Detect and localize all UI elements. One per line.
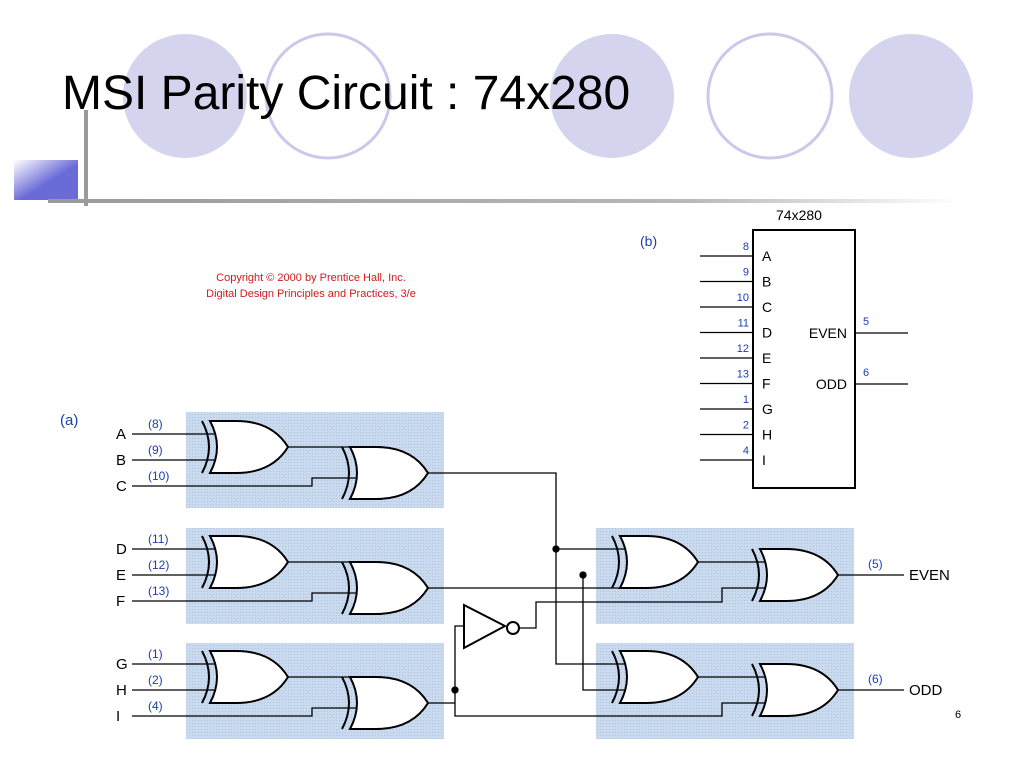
- slide-title: MSI Parity Circuit : 74x280: [62, 67, 631, 120]
- input-label-c: C: [116, 478, 127, 495]
- net-abc: [450, 472, 628, 665]
- panel-a-label: (a): [60, 412, 78, 429]
- input-pin-g: (1): [148, 647, 163, 661]
- xor-gate-stage1: [201, 650, 290, 704]
- input-label-e: E: [116, 567, 126, 584]
- xor-gate-stage1: [341, 676, 430, 730]
- copyright-line2: Digital Design Principles and Practices,…: [206, 288, 416, 300]
- output-pin-even: (5): [868, 557, 883, 571]
- chip-input-label: B: [762, 274, 771, 290]
- input-pin-i: (4): [148, 699, 163, 713]
- xor-gate-stage1: [201, 535, 290, 589]
- input-pin-f: (13): [148, 584, 169, 598]
- xor-gate-stage1: [201, 420, 290, 474]
- chip-pin-number: 12: [737, 343, 749, 355]
- chip-pin-number: 11: [738, 318, 749, 330]
- chip-output-label: ODD: [816, 376, 847, 392]
- deco-circle: [123, 34, 247, 158]
- input-pin-b: (9): [148, 443, 163, 457]
- input-label-b: B: [116, 452, 126, 469]
- input-label-a: A: [116, 426, 126, 443]
- chip-pin-number: 8: [743, 241, 749, 253]
- output-label-odd: ODD: [909, 682, 943, 699]
- page-number: 6: [955, 709, 961, 721]
- chip-pin-number: 13: [737, 369, 749, 381]
- title-underline: [48, 199, 960, 203]
- input-pin-d: (11): [148, 532, 168, 546]
- accent-square: [14, 160, 78, 200]
- net-inverter-out: [519, 587, 768, 629]
- input-pin-a: (8): [148, 417, 163, 431]
- inverter-gate: [463, 603, 520, 650]
- input-pin-e: (12): [148, 558, 169, 572]
- chip-input-label: A: [762, 248, 772, 264]
- chip-input-label: G: [762, 401, 773, 417]
- input-pin-h: (2): [148, 673, 163, 687]
- xor-gate-stage1: [341, 561, 430, 615]
- chip-input-label: H: [762, 427, 772, 443]
- chip-output-label: EVEN: [809, 325, 847, 341]
- chip-input-label: E: [762, 350, 771, 366]
- input-label-f: F: [116, 593, 125, 610]
- deco-circle: [706, 32, 834, 160]
- junction-dot: [552, 545, 560, 553]
- net-ghi-odd: [454, 690, 768, 717]
- chip-pin-number: 10: [737, 292, 749, 304]
- chip-74x280: [752, 229, 856, 489]
- input-wire: [132, 477, 358, 487]
- panel-b-label: (b): [640, 233, 657, 249]
- net-def: [582, 575, 628, 691]
- title-vertical-bar: [84, 110, 88, 206]
- chip-pin-number: 5: [863, 316, 869, 328]
- chip-input-label: C: [762, 299, 772, 315]
- output-label-even: EVEN: [909, 567, 950, 584]
- input-label-g: G: [116, 656, 128, 673]
- chip-pin-number: 6: [863, 367, 869, 379]
- deco-circle: [264, 32, 392, 160]
- chip-name: 74x280: [776, 207, 822, 223]
- output-pin-odd: (6): [868, 672, 883, 686]
- input-label-i: I: [116, 708, 120, 725]
- chip-input-label: F: [762, 376, 771, 392]
- chip-pin-number: 4: [743, 445, 749, 457]
- xor-gate-odd-input: [611, 650, 700, 704]
- input-wire: [132, 707, 358, 717]
- chip-input-label: D: [762, 325, 772, 341]
- circuit-labels: (a) A (8) B (9) C (10) D (11) E (12) F (13) G (1) H (2) I…: [60, 207, 961, 725]
- chip-pin-number: 9: [743, 267, 749, 279]
- input-label-h: H: [116, 682, 127, 699]
- deco-circle: [849, 34, 973, 158]
- chip-pin-number: 2: [743, 420, 749, 432]
- copyright-line1: Copyright © 2000 by Prentice Hall, Inc.: [216, 272, 406, 284]
- input-wire: [132, 592, 358, 602]
- xor-gate-stage1: [341, 446, 430, 500]
- net-ghi-inverter: [454, 625, 464, 690]
- junction-dot: [579, 571, 587, 579]
- xor-gate-even-input: [611, 535, 700, 589]
- header-decoration: [14, 32, 973, 206]
- input-pin-c: (10): [148, 469, 169, 483]
- input-label-d: D: [116, 541, 127, 558]
- xor-gates: [201, 229, 856, 730]
- circuit-wires: [132, 255, 908, 717]
- deco-circle: [550, 34, 674, 158]
- chip-pin-number: 1: [743, 394, 749, 406]
- xor-gate-even-output: [751, 548, 840, 602]
- chip-input-label: I: [762, 452, 766, 468]
- xor-gate-odd-output: [751, 663, 840, 717]
